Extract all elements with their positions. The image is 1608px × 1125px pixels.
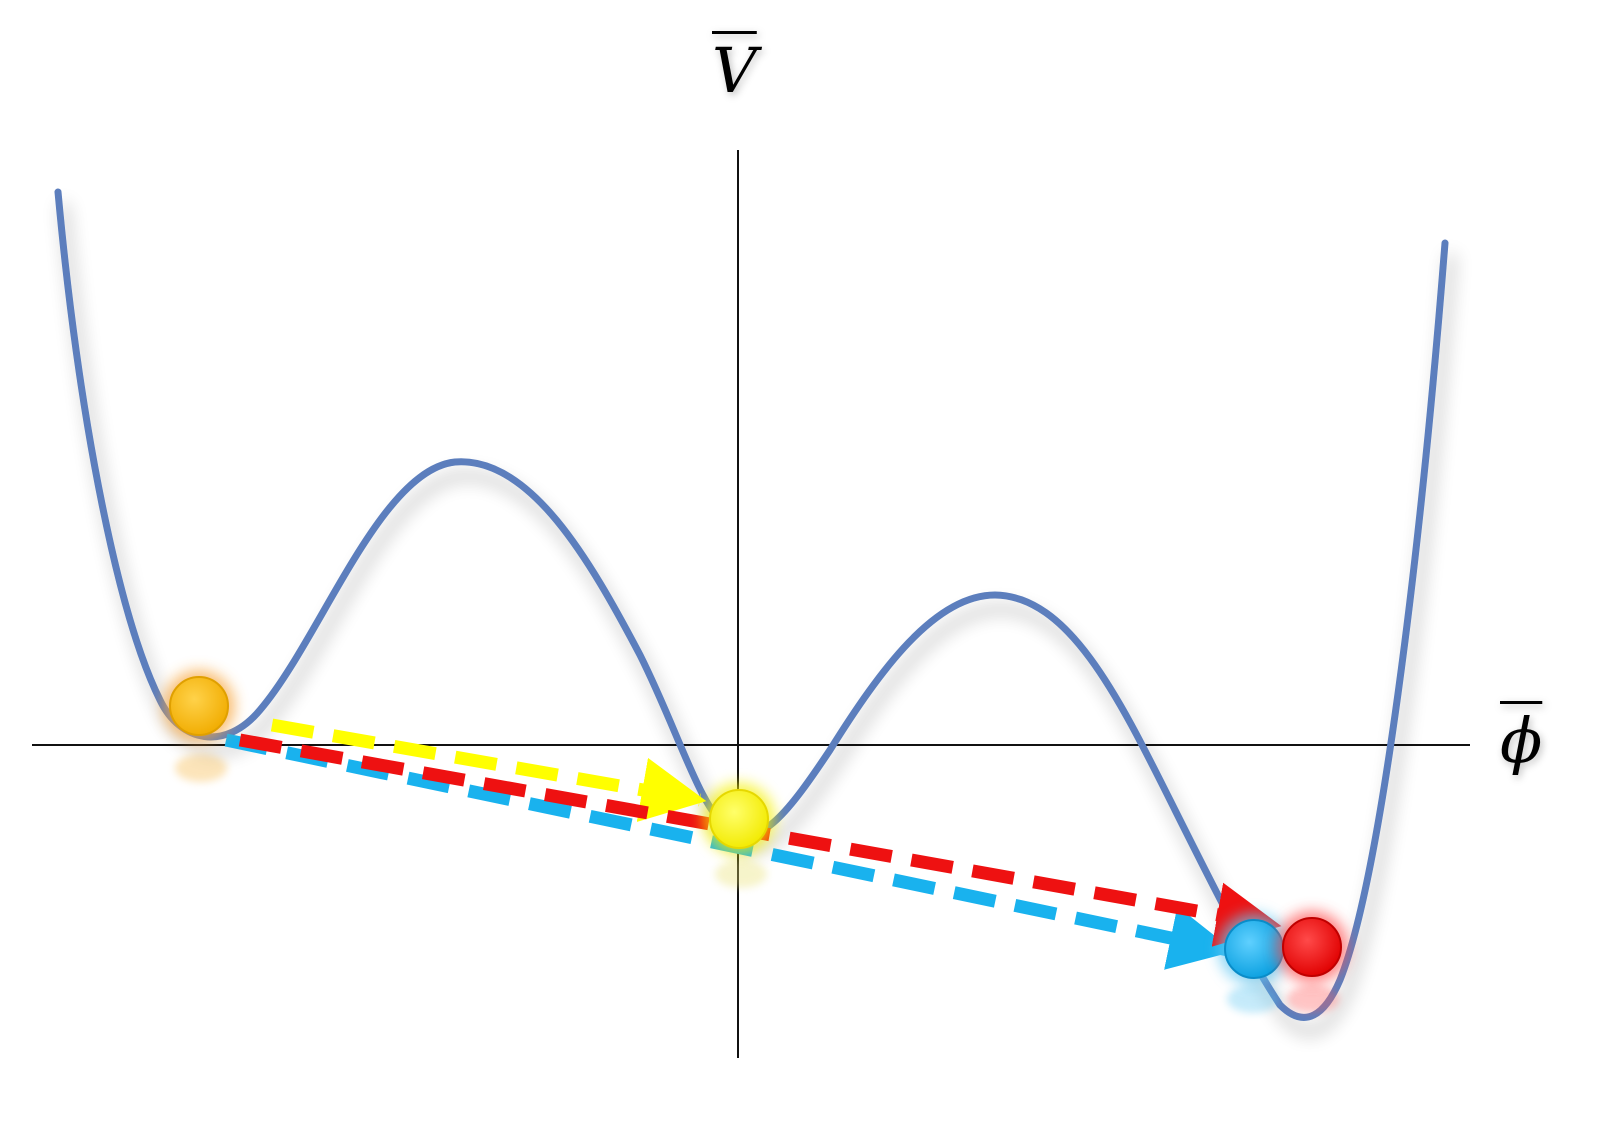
y-axis-label: V [712,40,757,102]
yellow-ball [703,783,775,855]
orange-ball [163,670,235,742]
x-axis-label: ϕ [1500,710,1542,772]
y-axis-label-text: V [712,34,757,107]
potential-curve [54,188,1449,1021]
yellow-arrow [270,718,707,822]
blue-ball-reflection [1227,985,1279,1013]
red-ball [1276,911,1348,983]
yellow-ball-reflection [715,860,767,888]
blue-ball [1218,913,1290,985]
red-ball-reflection [1287,985,1339,1013]
orange-ball-reflection [175,754,227,782]
x-axis-label-text: ϕ [1500,704,1543,777]
